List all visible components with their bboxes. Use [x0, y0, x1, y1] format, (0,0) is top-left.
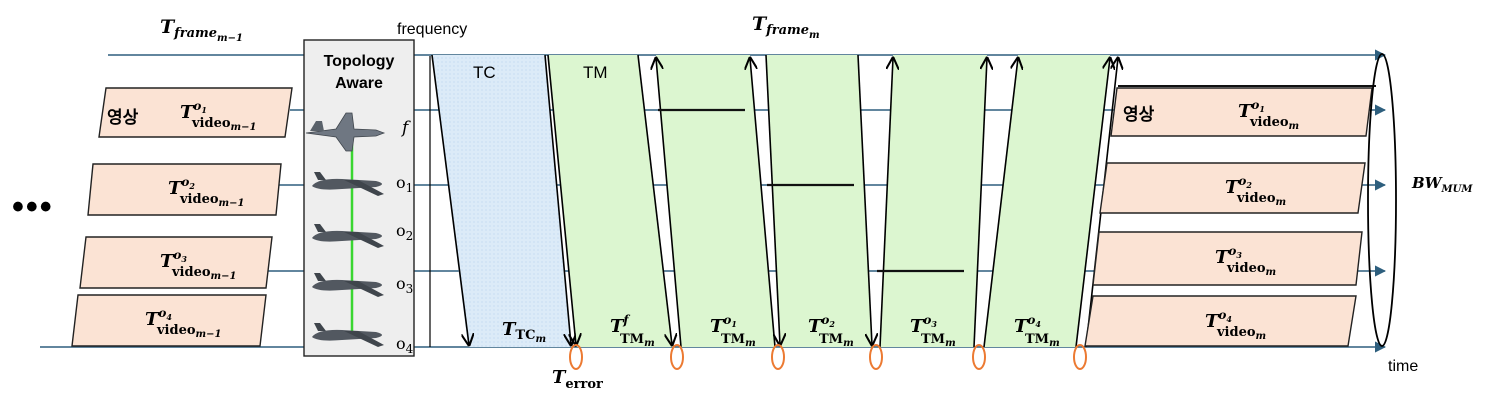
- tm-phase-f: [548, 55, 673, 347]
- drone-icon-2: [312, 224, 384, 248]
- node-label-o3: o3: [396, 274, 413, 296]
- ellipsis: •••: [12, 188, 54, 226]
- topology-line-1: Topology: [324, 53, 395, 70]
- tm-phase-o4: [984, 55, 1110, 347]
- drone-icon-3: [312, 273, 384, 297]
- drone-icon-4: [312, 323, 384, 347]
- tm-edge-4: [750, 58, 776, 348]
- tm-phase-o3: [880, 55, 987, 347]
- tm-edges: [547, 54, 1118, 348]
- error-loop-1: [569, 344, 583, 370]
- tc-time-label: TTCm: [502, 319, 546, 345]
- prev-video-box-1: [98, 87, 293, 138]
- tm-edge-1: [547, 54, 576, 345]
- tm-phase-o1: [656, 55, 775, 347]
- prev-video-box-3: [79, 236, 273, 289]
- prev-video-box-4: [71, 294, 267, 347]
- tc-phase: [432, 55, 572, 347]
- tm-phases: [548, 55, 1110, 347]
- korean-video-label-prev: 영상: [107, 108, 139, 128]
- time-axis-label: time: [1388, 358, 1418, 375]
- fighter-jet-icon: [305, 112, 386, 152]
- frame-cur-label: Tframem: [752, 13, 820, 41]
- cur-video-boxes: [1084, 87, 1373, 347]
- tm-edge-9: [983, 58, 1018, 348]
- frame-prev-label: Tframem−1: [160, 16, 243, 44]
- tm-edge-10: [1075, 58, 1110, 348]
- error-loop-3: [771, 344, 785, 370]
- tm-edge-7: [879, 58, 893, 348]
- tm-label: TM: [583, 63, 608, 82]
- topology-line-2: Aware: [335, 75, 383, 92]
- node-label-f: f: [400, 118, 411, 138]
- error-loop-5: [972, 344, 986, 370]
- tm-phase-o2: [766, 55, 872, 347]
- prev-video-boxes: [71, 87, 293, 347]
- bandwidth-label: BWMUM: [1411, 174, 1473, 195]
- tc-edge-left: [431, 54, 469, 345]
- tm-edge-5: [765, 54, 780, 345]
- error-loop-4: [869, 344, 883, 370]
- tc-label: TC: [473, 63, 496, 82]
- prev-video-box-2: [87, 163, 282, 216]
- error-loop-2: [670, 344, 684, 370]
- error-loop-6: [1073, 344, 1087, 370]
- node-label-o1: o1: [396, 173, 413, 195]
- tm-edge-6: [857, 54, 872, 345]
- tm-edge-8: [973, 58, 987, 348]
- frequency-axis-label: frequency: [397, 21, 467, 38]
- tm-edge-2: [637, 54, 672, 345]
- korean-video-label-cur: 영상: [1123, 105, 1155, 125]
- cur-video-box-2: [1099, 162, 1366, 214]
- tc-edge-right: [544, 54, 571, 345]
- cur-video-box-4: [1084, 295, 1357, 347]
- drone-icon-1: [312, 172, 384, 196]
- cur-video-box-3: [1092, 231, 1363, 286]
- bandwidth-ellipse: [1367, 53, 1397, 347]
- tm-edge-3: [656, 58, 682, 348]
- error-label: Terror: [552, 367, 603, 392]
- node-label-o2: o2: [396, 221, 413, 243]
- error-loops: [569, 344, 1087, 370]
- cur-video-box-1: [1110, 87, 1373, 137]
- node-label-o4: o4: [396, 334, 414, 356]
- topology-box: [303, 39, 415, 357]
